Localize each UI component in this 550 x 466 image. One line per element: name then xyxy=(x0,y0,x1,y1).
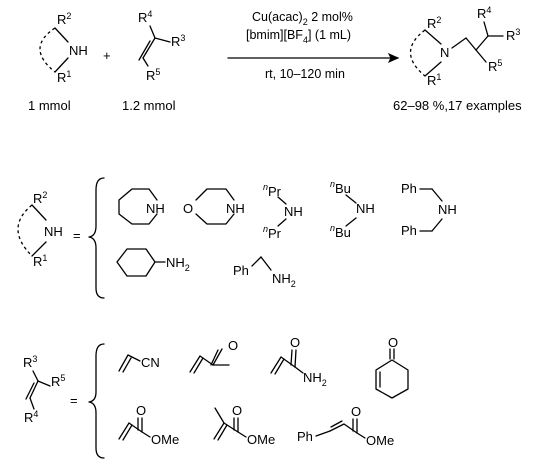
svg-text:R4: R4 xyxy=(138,9,152,25)
svg-text:Ph: Ph xyxy=(233,263,249,278)
svg-text:R1: R1 xyxy=(427,72,441,88)
amine-amount: 1 mmol xyxy=(28,98,71,113)
svg-text:Ph: Ph xyxy=(401,181,417,196)
svg-text:Ph: Ph xyxy=(401,223,417,238)
svg-text:NH: NH xyxy=(44,224,63,239)
svg-text:NH: NH xyxy=(284,204,303,219)
solvent-label: [bmim][BF4] (1 mL) xyxy=(246,28,351,45)
amine-brace xyxy=(88,177,105,299)
methyl-vinyl-ketone: O xyxy=(189,338,238,374)
svg-text:R1: R1 xyxy=(33,253,47,269)
acrylamide: O NH2 xyxy=(270,335,327,388)
svg-text:CN: CN xyxy=(141,355,160,370)
svg-text:R3: R3 xyxy=(23,354,37,370)
svg-text:OMe: OMe xyxy=(366,433,394,448)
methyl-acrylate: O OMe xyxy=(118,403,179,447)
svg-text:=: = xyxy=(70,393,78,408)
svg-text:R4: R4 xyxy=(24,409,38,425)
alkene-reactant: R4 R3 R5 xyxy=(138,9,185,83)
morpholine: O NH xyxy=(183,188,245,225)
svg-text:=: = xyxy=(73,228,81,243)
conditions-label: rt, 10–120 min xyxy=(265,67,345,81)
dibutylamine: nBu NH nBu xyxy=(330,179,375,240)
amine-reactant: R2 NH R1 xyxy=(39,11,88,85)
svg-text:nBu: nBu xyxy=(330,179,351,196)
benzylamine: Ph NH2 xyxy=(233,256,296,289)
svg-text:R5: R5 xyxy=(51,373,65,389)
svg-text:R1: R1 xyxy=(57,69,71,85)
svg-text:OMe: OMe xyxy=(151,432,179,447)
plus-sign: + xyxy=(103,48,111,63)
alkene-brace xyxy=(88,343,105,459)
yield-text: 62–98 %,17 examples xyxy=(393,98,522,113)
svg-text:NH2: NH2 xyxy=(303,370,327,388)
svg-text:nPr: nPr xyxy=(263,182,282,199)
svg-text:O: O xyxy=(388,335,398,350)
cyclohexenone: O xyxy=(375,335,409,399)
svg-text:R5: R5 xyxy=(146,67,160,83)
svg-text:R3: R3 xyxy=(171,33,185,49)
svg-text:NH2: NH2 xyxy=(166,255,190,273)
svg-text:NH: NH xyxy=(69,43,88,58)
dipropylamine: nPr NH nPr xyxy=(263,182,303,241)
cyclohexylamine: NH2 xyxy=(116,248,190,277)
svg-text:R5: R5 xyxy=(488,58,502,74)
svg-text:NH: NH xyxy=(438,202,457,217)
dibenzylamine: Ph NH Ph xyxy=(401,181,457,238)
reaction-arrow xyxy=(227,52,400,64)
svg-text:NH: NH xyxy=(146,201,165,216)
svg-text:nBu: nBu xyxy=(330,223,351,240)
svg-text:O: O xyxy=(228,338,238,353)
piperidine: NH xyxy=(118,188,165,225)
svg-text:NH: NH xyxy=(356,201,375,216)
svg-text:nPr: nPr xyxy=(263,224,282,241)
svg-text:O: O xyxy=(183,201,193,216)
svg-text:NH: NH xyxy=(226,201,245,216)
alkene-general: R3 R5 R4 = xyxy=(23,354,78,425)
svg-text:OMe: OMe xyxy=(247,432,275,447)
svg-text:R3: R3 xyxy=(506,27,520,43)
product: R2 N R1 R4 R3 R5 xyxy=(410,5,520,88)
svg-text:O: O xyxy=(136,403,146,418)
acrylonitrile: CN xyxy=(118,354,160,373)
svg-text:R2: R2 xyxy=(427,15,441,31)
svg-text:O: O xyxy=(232,403,242,418)
methyl-cinnamate: Ph O OMe xyxy=(297,404,394,448)
svg-text:R4: R4 xyxy=(477,5,491,21)
amine-general: R2 NH R1 = xyxy=(17,190,81,269)
svg-text:O: O xyxy=(290,335,300,350)
svg-text:NH2: NH2 xyxy=(272,271,296,289)
svg-text:R2: R2 xyxy=(57,11,71,27)
svg-text:N: N xyxy=(440,45,449,60)
methyl-methacrylate: O OMe xyxy=(213,403,275,447)
alkene-amount: 1.2 mmol xyxy=(122,98,176,113)
svg-text:O: O xyxy=(351,404,361,419)
catalyst-label: Cu(acac)2 2 mol% xyxy=(252,10,353,27)
svg-text:R2: R2 xyxy=(33,190,47,206)
svg-text:Ph: Ph xyxy=(297,429,313,444)
